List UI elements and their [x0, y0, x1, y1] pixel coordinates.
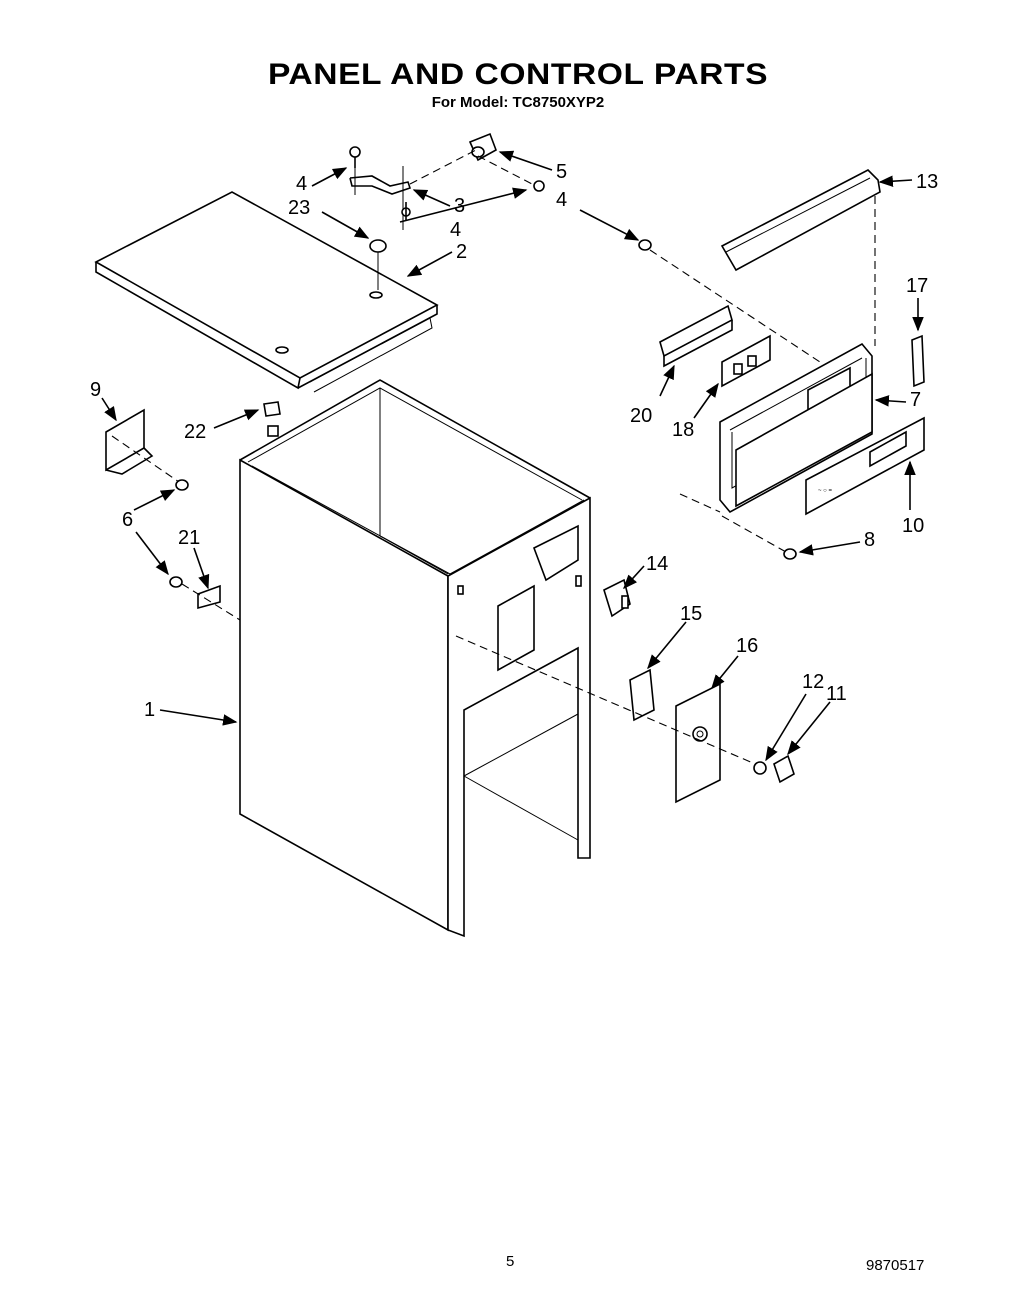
- model-subtitle: For Model: TC8750XYP2: [431, 94, 605, 111]
- document-number: 9870517: [866, 1257, 925, 1274]
- callout-12: 12: [802, 671, 824, 693]
- callout-15: 15: [680, 603, 702, 625]
- page-title: PANEL AND CONTROL PARTS: [267, 58, 769, 91]
- callout-labels: 4 23 2 3 4 5 4 13 17 7 10 8 20 18 9 22 6…: [90, 161, 938, 721]
- callout-6: 6: [122, 509, 133, 531]
- knob-part: [753, 754, 795, 784]
- top-panel: [94, 191, 439, 393]
- callout-4: 4: [556, 189, 567, 211]
- callout-18: 18: [672, 419, 694, 441]
- screw-part: [783, 548, 797, 560]
- callout-5: 5: [556, 161, 567, 183]
- screw-part: [169, 479, 189, 588]
- switch-bracket: [659, 304, 733, 368]
- callout-8: 8: [864, 529, 875, 551]
- screw-part: [638, 239, 652, 251]
- timer-part: [629, 668, 655, 722]
- cabinet: [239, 379, 591, 938]
- callout-21: 21: [178, 527, 200, 549]
- callout-3: 3: [454, 195, 465, 217]
- callout-23: 23: [288, 197, 310, 219]
- hinge-block: [468, 132, 497, 162]
- switch-part: [721, 334, 771, 388]
- callout-11: 11: [826, 683, 847, 705]
- callout-20: 20: [630, 405, 652, 427]
- callout-13: 13: [916, 171, 938, 193]
- callout-7: 7: [910, 389, 921, 411]
- clip-part: [263, 401, 281, 417]
- callout-10: 10: [902, 515, 924, 537]
- console-trim: [720, 169, 881, 272]
- leader-lines: [101, 150, 924, 762]
- side-bracket: [105, 408, 154, 475]
- svg-text:~ ○ =: ~ ○ =: [818, 488, 832, 494]
- callout-22: 22: [184, 421, 206, 443]
- callout-16: 16: [736, 635, 758, 657]
- callout-4: 4: [450, 219, 461, 241]
- mounting-clip: [197, 584, 221, 610]
- screw-part: [349, 146, 545, 220]
- callout-9: 9: [90, 379, 101, 401]
- callout-14: 14: [646, 553, 668, 575]
- console-panel: [719, 342, 873, 514]
- hinge-bracket: [349, 160, 412, 230]
- end-cap-part: [911, 334, 925, 388]
- callout-2: 2: [456, 241, 467, 263]
- plug-part: [369, 239, 387, 253]
- mounting-plate: [675, 682, 721, 804]
- page-number: 5: [506, 1253, 515, 1270]
- callout-4: 4: [296, 173, 307, 195]
- control-overlay: ~ ○ =: [805, 416, 925, 516]
- callout-1: 1: [144, 699, 155, 721]
- callout-17: 17: [906, 275, 928, 297]
